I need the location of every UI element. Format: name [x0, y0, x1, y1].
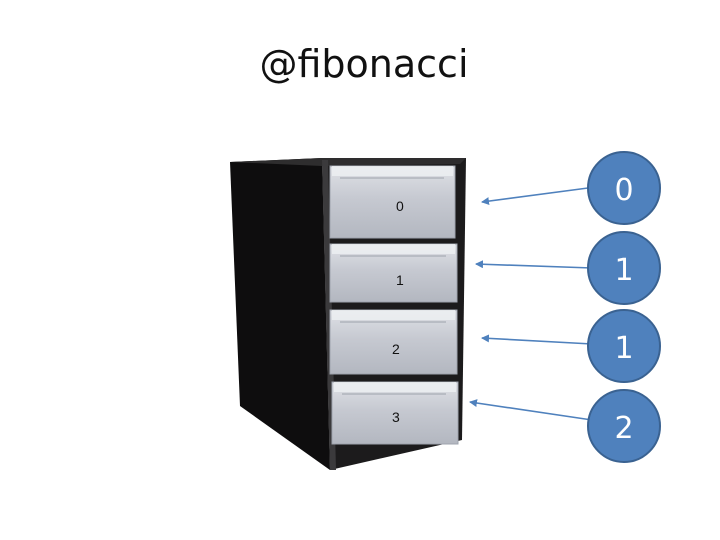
arrow-0 — [481, 187, 589, 206]
drawer-1[interactable]: 1 — [329, 243, 458, 303]
drawer-label-2: 2 — [392, 341, 400, 357]
drawer-0[interactable]: 0 — [329, 165, 456, 239]
arrow-2 — [481, 334, 593, 345]
value-text-2: 1 — [614, 331, 633, 366]
arrow-1 — [475, 260, 593, 269]
value-text-0: 0 — [614, 173, 633, 208]
value-circle-0: 0 — [587, 151, 661, 225]
value-text-3: 2 — [614, 411, 633, 446]
value-text-1: 1 — [614, 253, 633, 288]
value-circle-2: 1 — [587, 309, 661, 383]
arrow-3 — [469, 399, 593, 421]
slide-title: @fibonacci — [259, 42, 469, 86]
drawer-label-3: 3 — [392, 409, 400, 425]
drawer-2[interactable]: 2 — [329, 309, 458, 375]
drawer-3[interactable]: 3 — [331, 381, 459, 445]
drawer-label-0: 0 — [396, 198, 404, 214]
drawer-label-1: 1 — [396, 272, 404, 288]
arrows — [469, 187, 593, 421]
value-circle-1: 1 — [587, 231, 661, 305]
value-circle-3: 2 — [587, 389, 661, 463]
